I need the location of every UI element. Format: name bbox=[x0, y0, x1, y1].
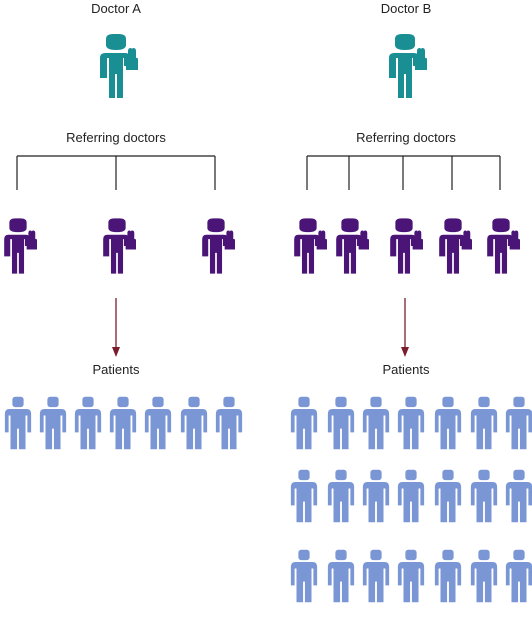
referral-arrow-b bbox=[401, 298, 409, 357]
patient-b-14-icon bbox=[505, 469, 532, 523]
patient-b-21-icon bbox=[505, 549, 532, 603]
patient-b-12-icon bbox=[434, 469, 462, 523]
patient-b-7-icon bbox=[505, 396, 532, 450]
patient-b-8-icon bbox=[290, 469, 318, 523]
patient-a-5-icon bbox=[144, 396, 172, 450]
patient-b-3-icon bbox=[362, 396, 390, 450]
patient-b-17-icon bbox=[362, 549, 390, 603]
patient-b-6-icon bbox=[470, 396, 498, 450]
referring-doctor-b-3-icon bbox=[390, 218, 423, 274]
patients-label-b: Patients bbox=[382, 362, 430, 377]
doctor-b-title: Doctor B bbox=[380, 1, 432, 16]
patient-b-2-icon bbox=[327, 396, 355, 450]
patient-b-13-icon bbox=[470, 469, 498, 523]
patient-b-4-icon bbox=[397, 396, 425, 450]
patient-a-6-icon bbox=[180, 396, 208, 450]
referral-connector-b bbox=[306, 155, 501, 190]
patient-a-3-icon bbox=[74, 396, 102, 450]
patient-a-2-icon bbox=[39, 396, 67, 450]
referring-doctor-b-5-icon bbox=[487, 218, 520, 274]
patient-b-19-icon bbox=[434, 549, 462, 603]
group-doctor-b bbox=[290, 34, 532, 603]
patient-b-16-icon bbox=[327, 549, 355, 603]
lead-doctor-b-icon bbox=[389, 34, 427, 98]
referring-doctor-b-2-icon bbox=[336, 218, 369, 274]
group-doctor-a bbox=[4, 34, 243, 450]
patient-b-10-icon bbox=[362, 469, 390, 523]
patient-a-4-icon bbox=[109, 396, 137, 450]
lead-doctor-a-icon bbox=[100, 34, 138, 98]
patient-b-5-icon bbox=[434, 396, 462, 450]
patient-b-18-icon bbox=[397, 549, 425, 603]
referring-doctors-label-a: Referring doctors bbox=[66, 130, 166, 145]
referring-doctor-a-1-icon bbox=[4, 218, 37, 274]
referring-doctor-b-4-icon bbox=[439, 218, 472, 274]
referring-doctor-a-3-icon bbox=[202, 218, 235, 274]
patient-b-20-icon bbox=[470, 549, 498, 603]
referring-doctor-b-1-icon bbox=[294, 218, 327, 274]
referring-doctors-label-b: Referring doctors bbox=[356, 130, 456, 145]
patient-a-1-icon bbox=[4, 396, 32, 450]
patient-b-9-icon bbox=[327, 469, 355, 523]
patients-label-a: Patients bbox=[92, 362, 140, 377]
referral-arrow-a bbox=[112, 298, 120, 357]
patient-b-1-icon bbox=[290, 396, 318, 450]
patient-b-11-icon bbox=[397, 469, 425, 523]
patient-a-7-icon bbox=[215, 396, 243, 450]
referral-connector-a bbox=[16, 155, 216, 190]
referring-doctor-a-2-icon bbox=[103, 218, 136, 274]
doctor-a-title: Doctor A bbox=[91, 1, 141, 16]
patient-b-15-icon bbox=[290, 549, 318, 603]
